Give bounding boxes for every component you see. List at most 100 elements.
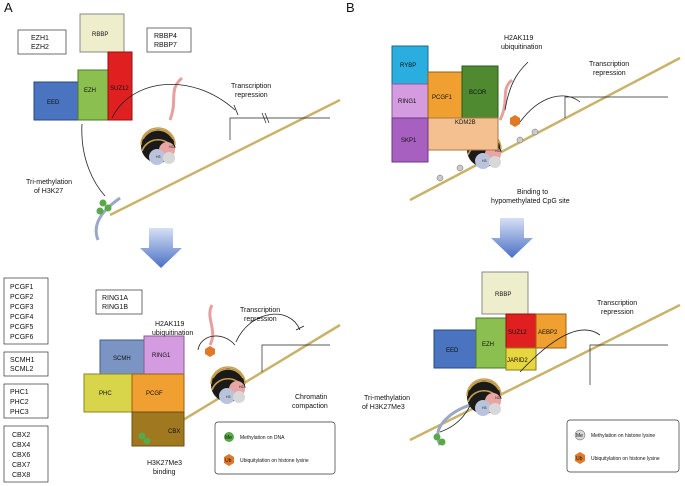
block-scmh-label: SCMH <box>113 356 131 362</box>
transcription-label: repression <box>235 92 268 99</box>
dna-strand <box>409 303 681 442</box>
repression-arrow <box>111 84 236 119</box>
trimethylation-label: of H3K27Me3 <box>362 404 405 411</box>
phc-subunits-box <box>3 383 49 419</box>
scmh-box-line: SCML2 <box>10 366 33 373</box>
ubiquitination-label: ubiquitination <box>501 44 542 51</box>
methylation-arrow <box>439 394 475 433</box>
transcription-label: repression <box>601 309 634 316</box>
block-rbbp-label: RBBP <box>92 32 108 38</box>
block-cbx-label: CBX <box>168 429 180 435</box>
block-kdm2b-label: KDM2B <box>455 120 476 126</box>
block-bcor-label: BCOR <box>469 90 487 96</box>
block-ring1-label: RING1 <box>152 353 171 359</box>
ezh-box-line: EZH2 <box>31 44 49 51</box>
block-rbbp <box>481 271 529 315</box>
a-bottom-section: H2A H3 SCMH RING1 PHC PCGF CBX PCGF1 PCG… <box>3 277 341 483</box>
h2a-label: H2A <box>495 396 502 400</box>
legend-ub-label: Ub <box>225 458 232 464</box>
block-suz12-label: SUZ12 <box>508 330 527 336</box>
rbbp-subunits-box <box>146 27 192 53</box>
histone-tail <box>208 304 215 346</box>
block-aebp2-label: AEBP2 <box>538 330 558 336</box>
block-suz12-label: SUZ12 <box>110 86 129 92</box>
scmh-box-line: SCMH1 <box>10 357 35 364</box>
ubiquitination-arrow <box>504 61 529 111</box>
block-skp1 <box>391 117 429 163</box>
tss-arrow <box>229 117 330 140</box>
a-top-section: H2A H3 RBBP EED EZH SUZ12 EZH1 EZH2 RBBP… <box>17 13 341 241</box>
block-eed <box>433 329 477 369</box>
block-ezh-label: EZH <box>482 342 494 348</box>
unmethylated-cpg-icon <box>531 128 539 136</box>
legend-ubiquitylation: Ubiquitylation on histone lysine <box>240 458 309 464</box>
block-rybp <box>391 45 429 85</box>
transition-arrow <box>140 228 182 268</box>
block-ezh <box>475 317 507 369</box>
block-kdm2b <box>427 117 499 151</box>
histone-tail <box>168 76 184 121</box>
ring-box-line: RING1B <box>102 304 128 311</box>
block-scmh <box>99 339 145 375</box>
block-skp1-label: SKP1 <box>401 138 417 144</box>
h3-label: H3 <box>482 406 487 410</box>
dna-strand <box>409 56 681 202</box>
trimethylation-label: of H3K27 <box>34 188 63 195</box>
cbx-subunits-box <box>3 425 49 483</box>
rbbp-box-line: RBBP7 <box>154 42 177 49</box>
block-pcgf1 <box>427 71 463 119</box>
block-ezh <box>77 69 109 121</box>
b-top-section: H2A H3 RYBP RING1 PCGF1 BCOR KDM2B SKP1 … <box>391 35 681 205</box>
legend-box <box>566 419 680 473</box>
trimethylation-label: Tri-methylation <box>364 395 410 402</box>
block-ring1-label: RING1 <box>398 99 417 105</box>
legend-methylation-dna: Methylation on DNA <box>240 435 285 441</box>
tss-arrow <box>261 344 330 372</box>
tss-arrow <box>564 96 668 118</box>
block-suz12 <box>107 51 133 121</box>
block-jarid2 <box>505 347 537 371</box>
methyl-bead <box>99 199 107 207</box>
transcription-label: repression <box>593 70 626 77</box>
cbx-box-line: CBX7 <box>12 462 30 469</box>
phc-box-line: PHC1 <box>10 389 29 396</box>
block-cbx <box>131 411 185 447</box>
unmethylated-cpg-icon <box>436 174 444 182</box>
legend-box <box>214 421 336 475</box>
methyl-bead <box>104 204 112 212</box>
unmethylated-cpg-icon <box>516 136 524 144</box>
legend-methylation-histone: Methylation on histone lysine <box>591 433 655 439</box>
block-rybp-label: RYBP <box>400 63 416 69</box>
methyl-bead <box>96 207 104 215</box>
chromatin-label: Chromatin <box>295 394 327 401</box>
block-rbbp-label: RBBP <box>495 292 511 298</box>
binding-label: hypomethylated CpG site <box>491 198 570 205</box>
panel-label-a: A <box>4 0 13 15</box>
ubiquitination-arrow <box>197 335 236 351</box>
legend-ub-label: Ub <box>576 456 583 462</box>
pcgf-box-line: PCGF2 <box>10 294 33 301</box>
transcription-label: Transcription <box>597 300 637 307</box>
legend-ubiquitylation: Ubiquitylation on histone lysine <box>591 456 660 462</box>
pcgf-box-line: PCGF1 <box>10 284 33 291</box>
methyl-bead <box>138 432 146 440</box>
transcription-label: Transcription <box>231 83 271 90</box>
cbx-box-line: CBX4 <box>12 442 30 449</box>
repression-arrow <box>519 95 581 123</box>
legend-me-label: Me <box>576 433 583 439</box>
ubiquitylation-icon <box>224 454 234 466</box>
block-aebp2 <box>535 313 567 349</box>
block-pcgf1-label: PCGF1 <box>432 95 453 101</box>
block-pcgf-label: PCGF <box>146 391 163 397</box>
cbx-box-line: CBX2 <box>12 432 30 439</box>
binding-label: H3K27Me3 <box>147 460 182 467</box>
pcgf-box-line: PCGF6 <box>10 334 33 341</box>
methyl-bead <box>433 433 441 441</box>
ubiquitination-label: H2AK119 <box>504 35 534 42</box>
methylation-arrow <box>81 123 106 197</box>
repression-arrow <box>519 329 601 373</box>
h2a-label: H2A <box>495 149 502 153</box>
rbbp-box-line: RBBP4 <box>154 33 177 40</box>
pcgf-subunits-box <box>3 277 49 345</box>
h3-label: H3 <box>226 395 231 399</box>
